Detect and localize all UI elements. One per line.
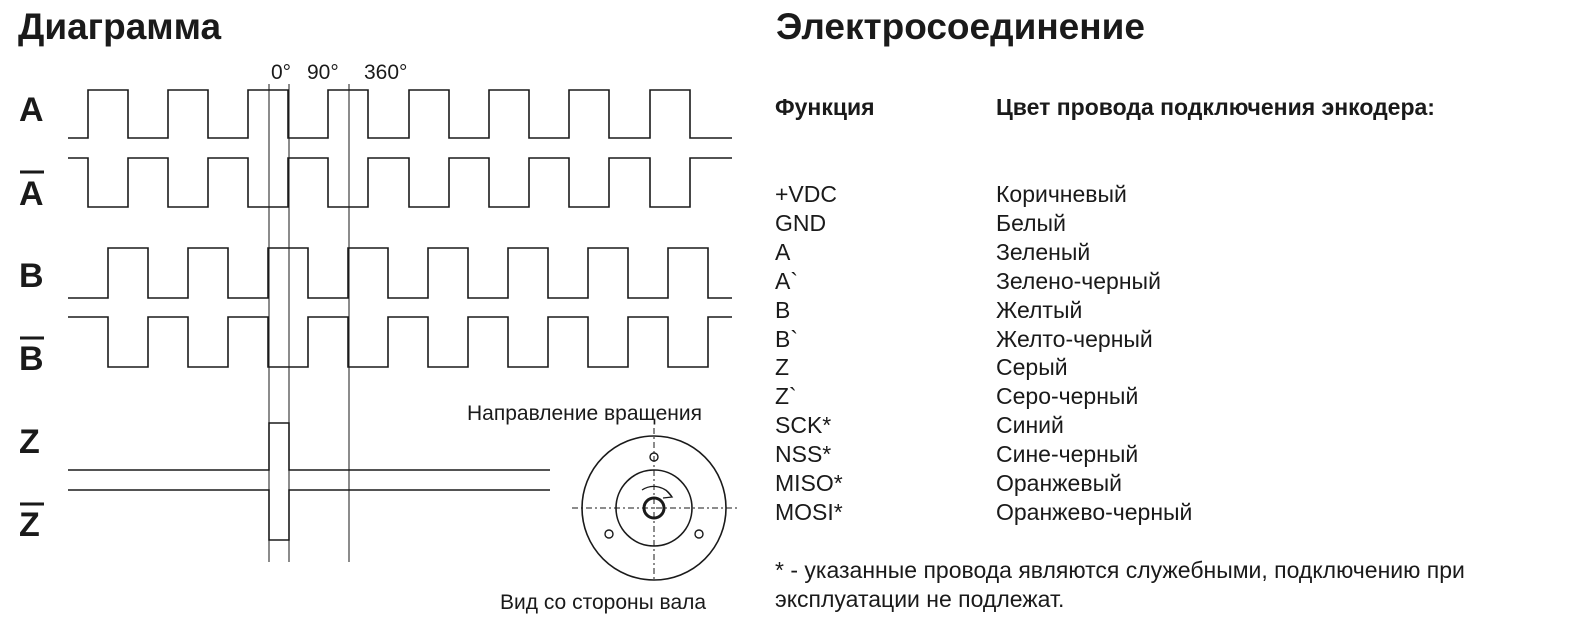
degree-label-90: 90° [307,61,339,84]
wire-color: Оранжево-черный [996,498,1193,525]
wire-function: A` [775,267,798,294]
rotation-direction-caption: Направление вращения [467,402,702,425]
waveform-a [68,89,732,139]
wire-color: Зелено-черный [996,267,1161,294]
wire-color: Синий [996,412,1064,439]
waveform-z [68,422,550,471]
signal-label-z-inverted: Z [19,506,40,544]
signal-label-b: B [19,257,44,295]
wire-color: Зеленый [996,238,1091,265]
wire-color: Желто-черный [996,325,1153,352]
wire-function: Z` [775,383,797,410]
shaft-view-icon [572,428,737,582]
wire-function: NSS* [775,441,832,468]
degree-label-0: 0° [271,61,291,84]
column-header-wire-color: Цвет провода подключения энкодера: [996,94,1435,120]
wire-color: Серый [996,354,1068,381]
waveform-a-inverted [68,157,732,208]
wire-function: Z [775,354,790,381]
signal-label-b-inverted: B [19,340,44,378]
signal-label-z: Z [19,423,40,461]
waveform-b-inverted [68,316,732,368]
waveform-z-inverted [68,489,550,541]
column-header-function: Функция [775,94,875,120]
wire-color: Серо-черный [996,383,1139,410]
wire-function: A [775,238,791,265]
signal-label-a: A [19,91,44,129]
waveform-b [68,247,732,299]
wire-function: GND [775,209,827,236]
wire-color: Белый [996,209,1066,236]
diagram-title: Диаграмма [18,6,222,47]
wire-color: Коричневый [996,181,1127,207]
wire-function: SCK* [775,412,832,439]
wire-color: Желтый [996,296,1083,323]
wire-function: B [775,296,791,323]
signal-label-a-inverted: A [19,175,44,213]
wire-function: MOSI* [775,498,843,525]
wire-function: B` [775,325,798,352]
wire-function: +VDC [775,181,837,207]
wire-color: Оранжевый [996,470,1122,496]
wire-function: MISO* [775,470,843,496]
connection-title: Электросоединение [776,6,1145,47]
degree-label-360: 360° [364,61,407,84]
footnote: * - указанные провода являются служебным… [775,557,1465,612]
shaft-view-caption: Вид со стороны вала [500,591,707,614]
wire-color: Сине-черный [996,441,1139,468]
timing-diagram: 0° 90° 360° A A B B Z Z [19,61,737,582]
